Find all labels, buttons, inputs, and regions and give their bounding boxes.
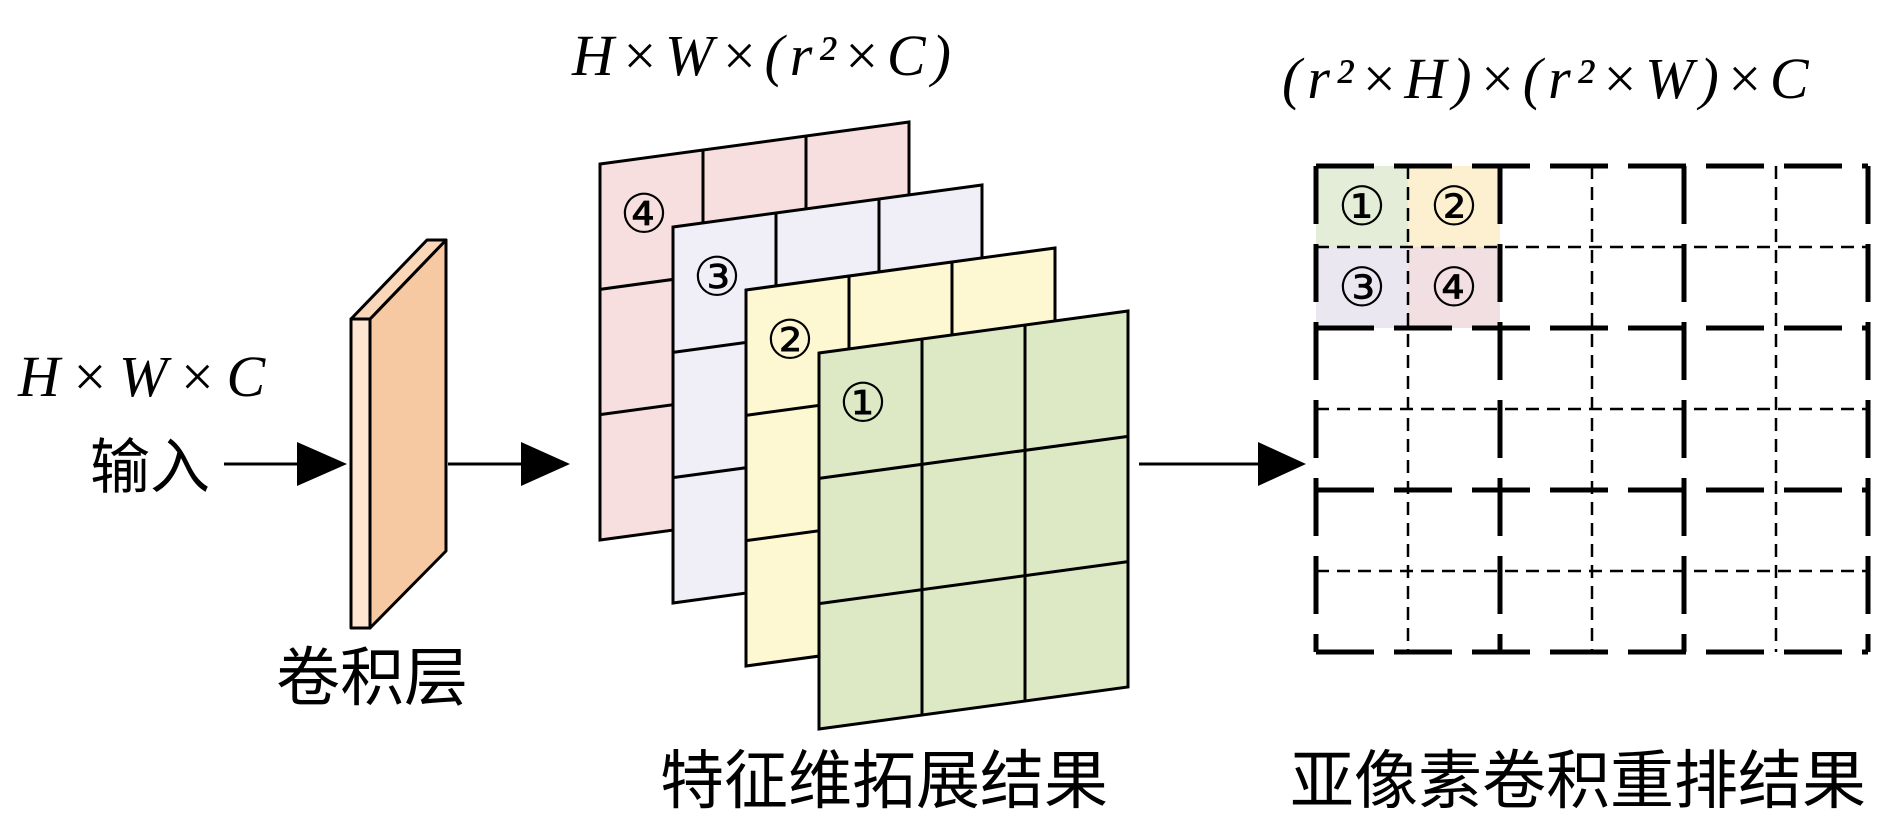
arrow-conv-to-features [448, 442, 570, 486]
output-cell [1316, 247, 1408, 328]
feature-map-layer-label: ① [839, 372, 887, 435]
input-dims-label: H×W×C [17, 344, 275, 409]
feature-map-layer-label: ③ [693, 246, 741, 309]
conv-layer-label: 卷积层 [276, 642, 468, 716]
output-caption: 亚像素卷积重排结果 [1290, 745, 1866, 817]
feature-map-grid-line [818, 434, 1129, 480]
arrow-input-to-conv [224, 442, 347, 486]
arrow-head [1258, 442, 1306, 486]
feature-maps-caption: 特征维拓展结果 [660, 745, 1108, 817]
feature-map-grid-line [818, 560, 1129, 606]
output-cell-label: ④ [1430, 256, 1478, 319]
arrow-head [521, 442, 570, 486]
feature-maps-dims-label: H×W×(r²×C) [571, 23, 957, 88]
output-cell-label: ③ [1338, 256, 1386, 319]
feature-map-layer-label: ④ [620, 183, 668, 246]
arrow-features-to-output [1139, 442, 1306, 486]
output-cell [1408, 247, 1500, 328]
output-dims-label: (r²×H)×(r²×W)×C [1282, 46, 1815, 111]
feature-map-layer-label: ② [766, 309, 814, 372]
conv-layer-block [349, 238, 448, 630]
conv-layer-front-face [349, 317, 372, 630]
input-label: 输入 [90, 433, 210, 503]
output-cell [1316, 166, 1408, 247]
output-cell-label: ② [1430, 175, 1478, 238]
output-cell-label: ① [1338, 175, 1386, 238]
feature-map-layer: ① [817, 309, 1130, 731]
arrow-head [297, 442, 347, 486]
output-cell [1408, 166, 1500, 247]
